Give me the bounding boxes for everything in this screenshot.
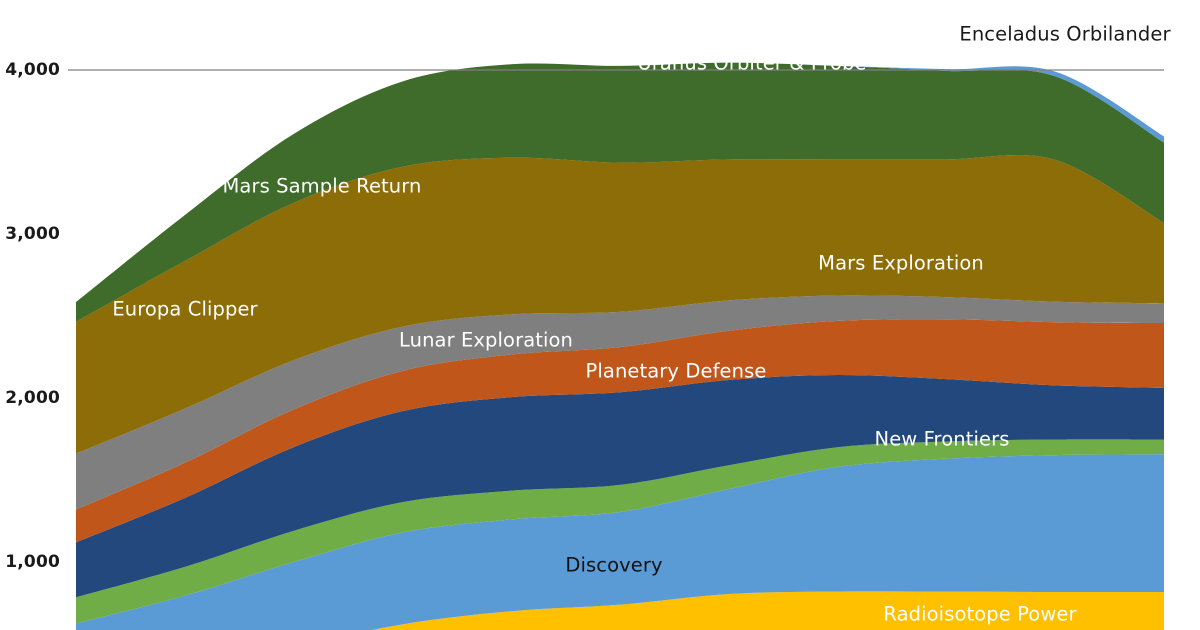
area-band <box>76 62 1164 322</box>
series-inline-label: Mars Sample Return <box>222 174 422 198</box>
area-bands-group <box>76 62 1164 630</box>
series-inline-label: Europa Clipper <box>112 297 258 321</box>
series-inline-label: Mars Exploration <box>818 251 984 275</box>
series-inline-label: New Frontiers <box>874 427 1010 451</box>
y-axis-tick-label: $ 4,000 <box>0 60 60 80</box>
area-band <box>76 439 1164 624</box>
area-band <box>76 454 1164 630</box>
area-band <box>76 295 1164 510</box>
y-axis-tick-label: $ 3,000 <box>0 224 60 244</box>
y-axis-tick-label: $ 1,000 <box>0 552 60 572</box>
series-inline-label: Planetary Defense <box>585 359 767 383</box>
area-band <box>76 319 1164 543</box>
area-band <box>371 591 1164 630</box>
series-inline-label: Uranus Orbiter & Probe <box>637 51 867 75</box>
y-axis-tick-label: $ 2,000 <box>0 388 60 408</box>
series-inline-label: Discovery <box>565 553 663 577</box>
series-inline-label: Enceladus Orbilander <box>959 22 1171 46</box>
series-inline-label: Radioisotope Power <box>883 602 1077 626</box>
area-band <box>76 155 1164 454</box>
area-band <box>76 375 1164 598</box>
series-inline-label: Lunar Exploration <box>398 328 574 352</box>
